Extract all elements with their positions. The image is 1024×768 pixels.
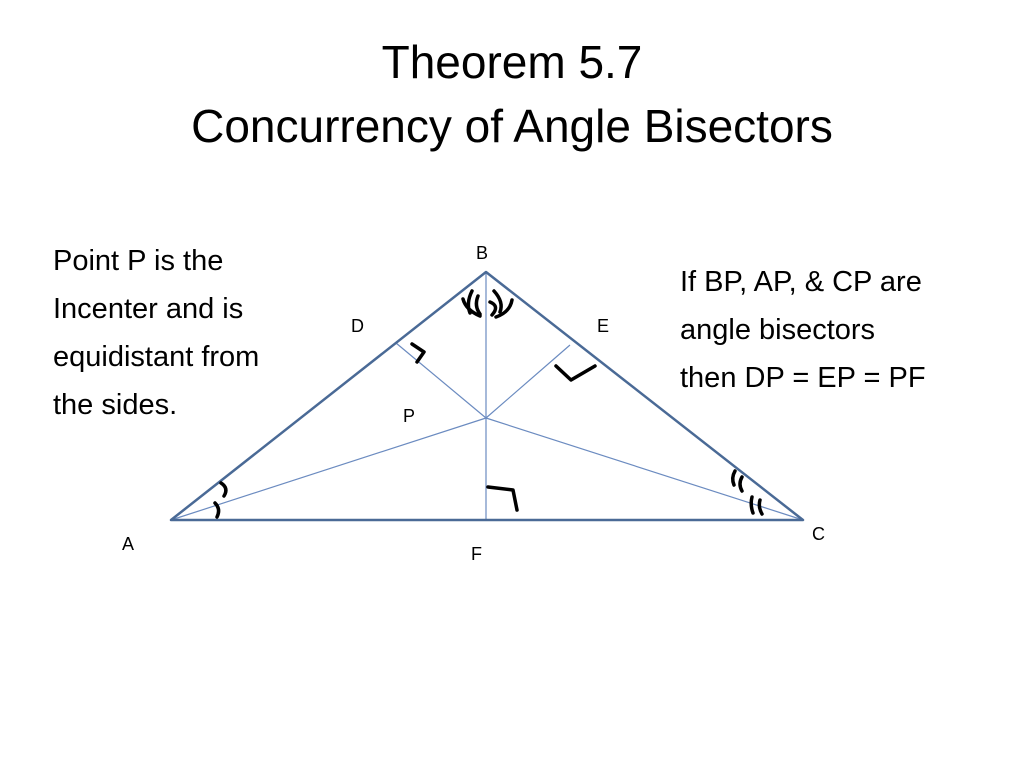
vertex-label-b: B (476, 243, 488, 263)
left-text-line: equidistant from (53, 341, 260, 373)
left-text-line: the sides. (53, 389, 178, 421)
angle-arc-a (213, 501, 221, 519)
left-text-line: Incenter and is (53, 293, 244, 325)
point-label-d: D (351, 316, 364, 336)
right-angle-mark-f (486, 485, 519, 512)
angle-arc-b (492, 289, 503, 314)
point-label-e: E (597, 316, 609, 336)
angle-arc-b (488, 300, 498, 317)
point-label-f: F (471, 544, 482, 564)
hand-drawn-marks (213, 289, 764, 519)
incenter-description: Point P is the Incenter and is equidista… (53, 237, 259, 429)
point-label-p: P (403, 406, 415, 426)
title-line-1: Theorem 5.7 (381, 36, 643, 88)
angle-arc-c (749, 495, 755, 515)
angle-arc-c (730, 469, 737, 487)
angle-arc-a (219, 481, 228, 498)
title-line-2: Concurrency of Angle Bisectors (191, 100, 833, 152)
triangle-abc (169, 270, 805, 522)
vertex-label-c: C (812, 524, 825, 544)
bisector-ap (170, 417, 487, 521)
angle-arc-b (474, 294, 482, 316)
perpendicular-pe (485, 344, 571, 419)
right-text-line: angle bisectors (680, 314, 876, 346)
angle-arc-c (738, 475, 744, 493)
theorem-statement: If BP, AP, & CP are angle bisectors then… (680, 258, 926, 402)
right-angle-mark-d (410, 342, 426, 364)
right-angle-mark-e (554, 364, 597, 382)
bisector-cp (485, 417, 804, 521)
vertex-label-a: A (122, 534, 134, 554)
angle-arc-b (494, 298, 514, 319)
angle-arc-c (757, 498, 764, 516)
slide-title: Theorem 5.7 Concurrency of Angle Bisecto… (0, 30, 1024, 158)
perpendicular-pd (395, 342, 487, 419)
right-text-line: then DP = EP = PF (680, 362, 926, 394)
left-text-line: Point P is the (53, 245, 224, 277)
interior-segments (170, 272, 804, 521)
right-text-line: If BP, AP, & CP are (680, 266, 922, 298)
angle-arc-b (461, 297, 482, 318)
